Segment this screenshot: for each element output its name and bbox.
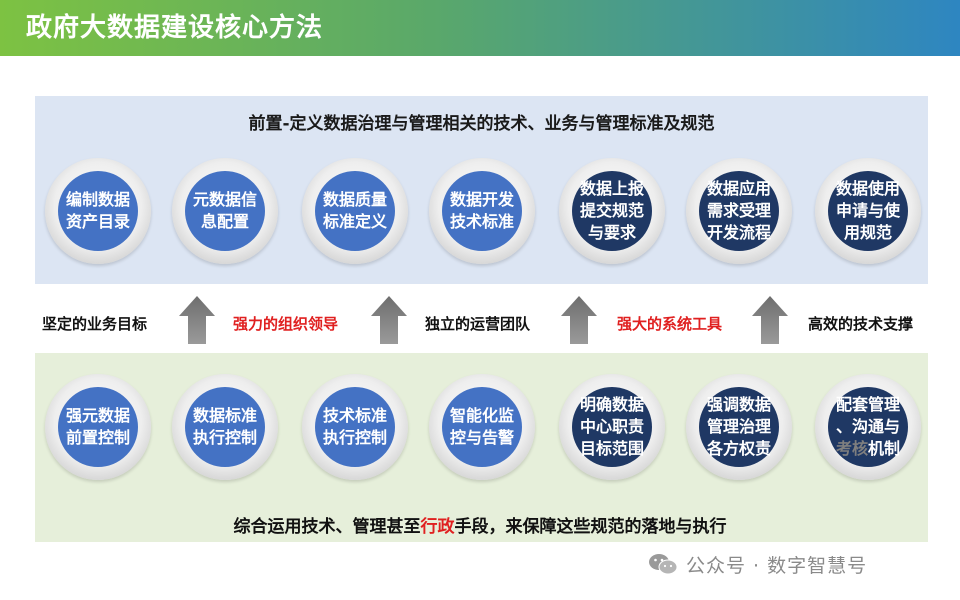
standards-panel-title: 前置-定义数据治理与管理相关的技术、业务与管理标准及规范 xyxy=(248,114,715,134)
enforcement-summary: 综合运用技术、管理甚至行政手段，来保障这些规范的落地与执行 xyxy=(233,517,727,537)
enforcement-circle-label: 数据标准 执行控制 xyxy=(192,406,257,447)
standard-circle-label: 数据开发 技术标准 xyxy=(449,190,514,231)
standard-circle-1: 编制数据 资产目录 xyxy=(45,158,151,264)
enforcement-circle-1: 强元数据 前置控制 xyxy=(45,374,151,480)
title-banner: 政府大数据建设核心方法 xyxy=(0,0,960,56)
enforcement-circle-label: 明确数据 中心职责 目标范围 xyxy=(579,395,644,458)
support-label-leadership: 强力的组织领导 xyxy=(233,315,339,333)
watermark-text: 公众号 · 数字智慧号 xyxy=(686,554,868,577)
enforcement-circle-label: 强调数据 管理治理 各方权责 xyxy=(706,395,771,458)
standard-circle-label: 编制数据 资产目录 xyxy=(65,190,130,231)
watermark: 公众号 · 数字智慧号 xyxy=(648,551,867,577)
support-label-system-tools: 强大的系统工具 xyxy=(617,315,723,333)
standard-circle-label: 元数据信 息配置 xyxy=(192,190,257,231)
enforcement-circle-7: 配套管理 、沟通与 考核机制 xyxy=(815,374,921,480)
enforcement-circle-label: 智能化监 控与告警 xyxy=(449,406,514,447)
support-label-tech-support: 高效的技术支撑 xyxy=(808,315,914,333)
standard-circle-3: 数据质量 标准定义 xyxy=(302,158,408,264)
standard-circle-6: 数据应用 需求受理 开发流程 xyxy=(686,158,792,264)
enforcement-circle-4: 智能化监 控与告警 xyxy=(429,374,535,480)
enforcement-circle-label: 强元数据 前置控制 xyxy=(65,406,130,447)
enforcement-circle-label: 技术标准 执行控制 xyxy=(322,406,387,447)
enforcement-circle-label: 配套管理 、沟通与 考核机制 xyxy=(835,395,901,458)
standard-circle-label: 数据应用 需求受理 开发流程 xyxy=(706,179,771,242)
support-label-operations-team: 独立的运营团队 xyxy=(425,315,531,333)
standard-circle-5: 数据上报 提交规范 与要求 xyxy=(559,158,665,264)
enforcement-circle-2: 数据标准 执行控制 xyxy=(172,374,278,480)
enforcement-circle-3: 技术标准 执行控制 xyxy=(302,374,408,480)
enforcement-circle-6: 强调数据 管理治理 各方权责 xyxy=(686,374,792,480)
wechat-icon xyxy=(649,554,678,575)
standard-circle-label: 数据质量 标准定义 xyxy=(322,190,387,231)
standard-circle-4: 数据开发 技术标准 xyxy=(429,158,535,264)
enforcement-circle-5: 明确数据 中心职责 目标范围 xyxy=(559,374,665,480)
page-title: 政府大数据建设核心方法 xyxy=(26,13,324,43)
standard-circle-label: 数据上报 提交规范 与要求 xyxy=(579,179,644,242)
standard-circle-label: 数据使用 申请与使 用规范 xyxy=(835,179,900,242)
up-arrow-icon xyxy=(561,296,597,344)
up-arrow-icon xyxy=(179,296,215,344)
standard-circle-2: 元数据信 息配置 xyxy=(172,158,278,264)
up-arrow-icon xyxy=(371,296,407,344)
support-label-business-goal: 坚定的业务目标 xyxy=(42,315,148,333)
standard-circle-7: 数据使用 申请与使 用规范 xyxy=(815,158,921,264)
up-arrow-icon xyxy=(752,296,788,344)
